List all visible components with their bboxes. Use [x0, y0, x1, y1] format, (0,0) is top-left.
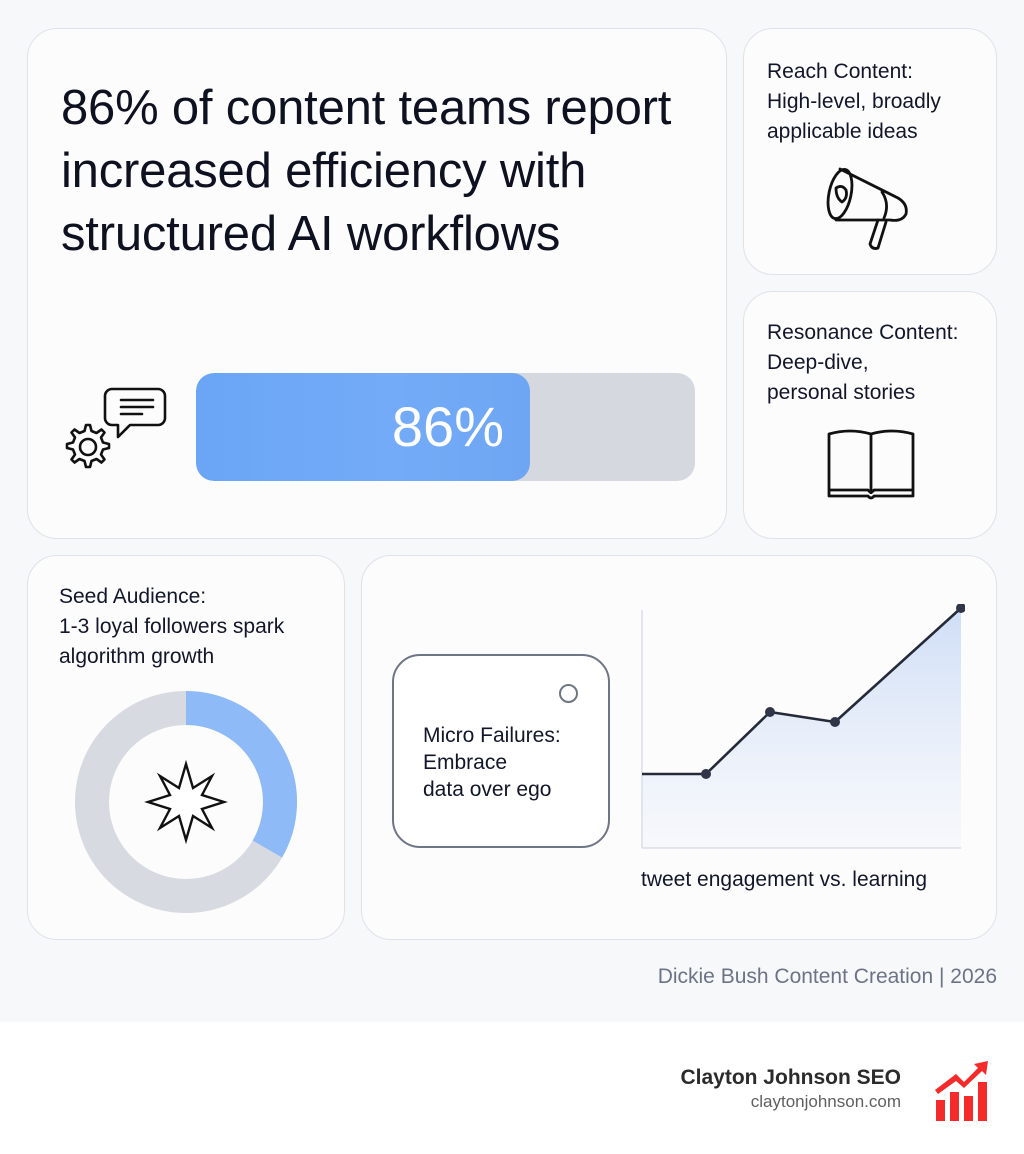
resonance-content-card: Resonance Content: Deep-dive, personal s… — [743, 291, 997, 539]
circle-icon — [559, 684, 578, 703]
progress-label: 86% — [391, 395, 504, 458]
seed-title: Seed Audience: — [59, 585, 207, 608]
seed-text: Seed Audience: 1-3 loyal followers spark… — [59, 582, 284, 672]
reach-content-card: Reach Content: High-level, broadly appli… — [743, 28, 997, 275]
spark-star-icon — [144, 759, 228, 845]
seed-audience-card: Seed Audience: 1-3 loyal followers spark… — [27, 555, 345, 940]
resonance-line: personal stories — [767, 381, 916, 404]
brand-block: Clayton Johnson SEO claytonjohnson.com — [680, 1065, 901, 1112]
chart-caption: tweet engagement vs. learning — [641, 868, 928, 891]
megaphone-icon — [826, 167, 908, 250]
gear-chat-icon — [65, 387, 167, 469]
seed-audience-donut-chart — [75, 691, 297, 913]
resonance-title: Resonance Content: — [767, 321, 959, 344]
rising-bar-chart-icon — [935, 1061, 988, 1121]
efficiency-progress-bar: 86% — [196, 373, 695, 481]
micro-text: Micro Failures: Embrace data over ego — [423, 722, 561, 803]
source-credit: Dickie Bush Content Creation | 2026 — [657, 965, 997, 988]
open-book-icon — [827, 429, 915, 500]
brand-name: Clayton Johnson SEO — [680, 1066, 901, 1089]
micro-failures-note: Micro Failures: Embrace data over ego — [392, 654, 610, 848]
micro-failures-card: Micro Failures: Embrace data over ego tw… — [361, 555, 997, 940]
progress-fill — [196, 373, 531, 481]
seed-line: 1-3 loyal followers spark — [59, 615, 285, 638]
reach-line: High-level, broadly — [767, 90, 941, 113]
resonance-line: Deep-dive, — [767, 351, 869, 374]
seed-line: algorithm growth — [59, 645, 215, 668]
engagement-line-chart — [641, 604, 965, 849]
micro-line: Embrace — [423, 751, 508, 774]
micro-line: data over ego — [423, 778, 552, 801]
reach-title: Reach Content: — [767, 60, 913, 83]
brand-url[interactable]: claytonjohnson.com — [750, 1092, 901, 1111]
resonance-text: Resonance Content: Deep-dive, personal s… — [767, 318, 958, 408]
hero-stat-card: 86% of content teams report increased ef… — [27, 28, 727, 539]
reach-line: applicable ideas — [767, 120, 918, 143]
hero-title: 86% of content teams report increased ef… — [61, 81, 672, 261]
micro-title: Micro Failures: — [423, 724, 561, 747]
reach-text: Reach Content: High-level, broadly appli… — [767, 57, 941, 147]
